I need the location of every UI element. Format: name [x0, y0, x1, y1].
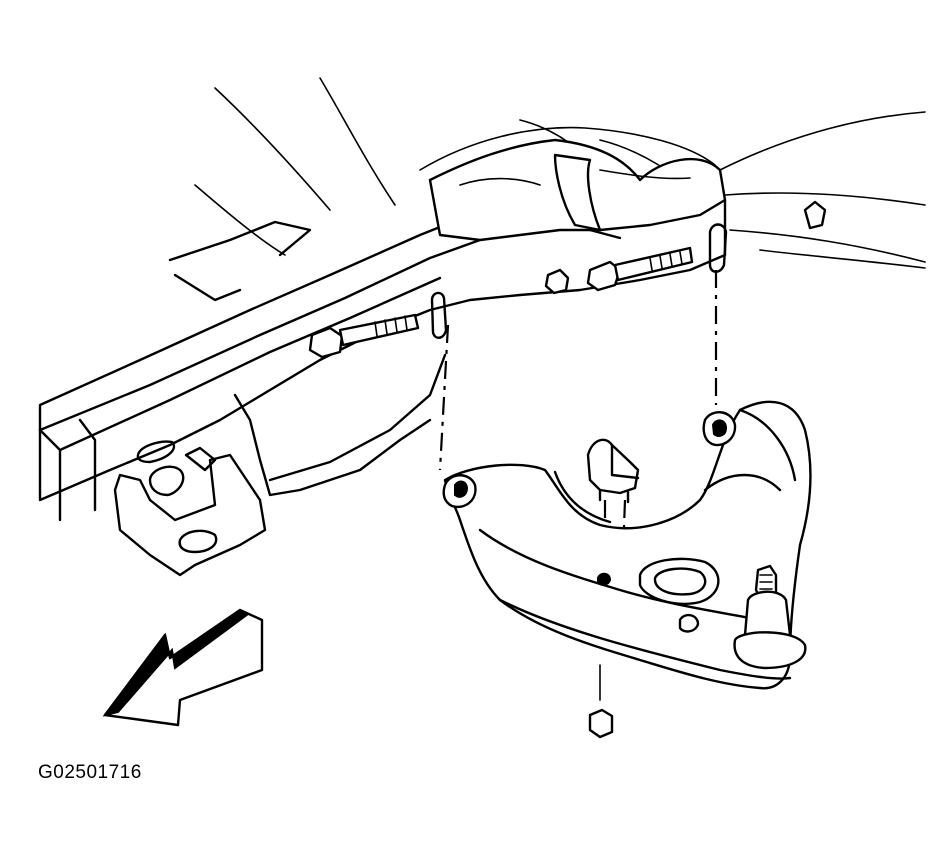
front-pivot-bolt: [308, 313, 420, 359]
bushing-washer: [544, 268, 570, 295]
frame-rail: [38, 183, 727, 577]
rear-pivot-nut: [803, 200, 827, 230]
front-direction-arrow-icon: [102, 608, 264, 727]
ball-joint: [733, 564, 807, 670]
front-pivot-slot: [430, 291, 448, 339]
figure-id-label: G02501716: [38, 762, 142, 783]
rear-pivot-slot: [708, 223, 728, 273]
lower-control-arm: [442, 400, 812, 690]
bump-stop: [586, 438, 640, 504]
crossmember: [428, 138, 727, 242]
lower-nut: [588, 664, 614, 739]
rear-pivot-bolt: [586, 246, 694, 292]
